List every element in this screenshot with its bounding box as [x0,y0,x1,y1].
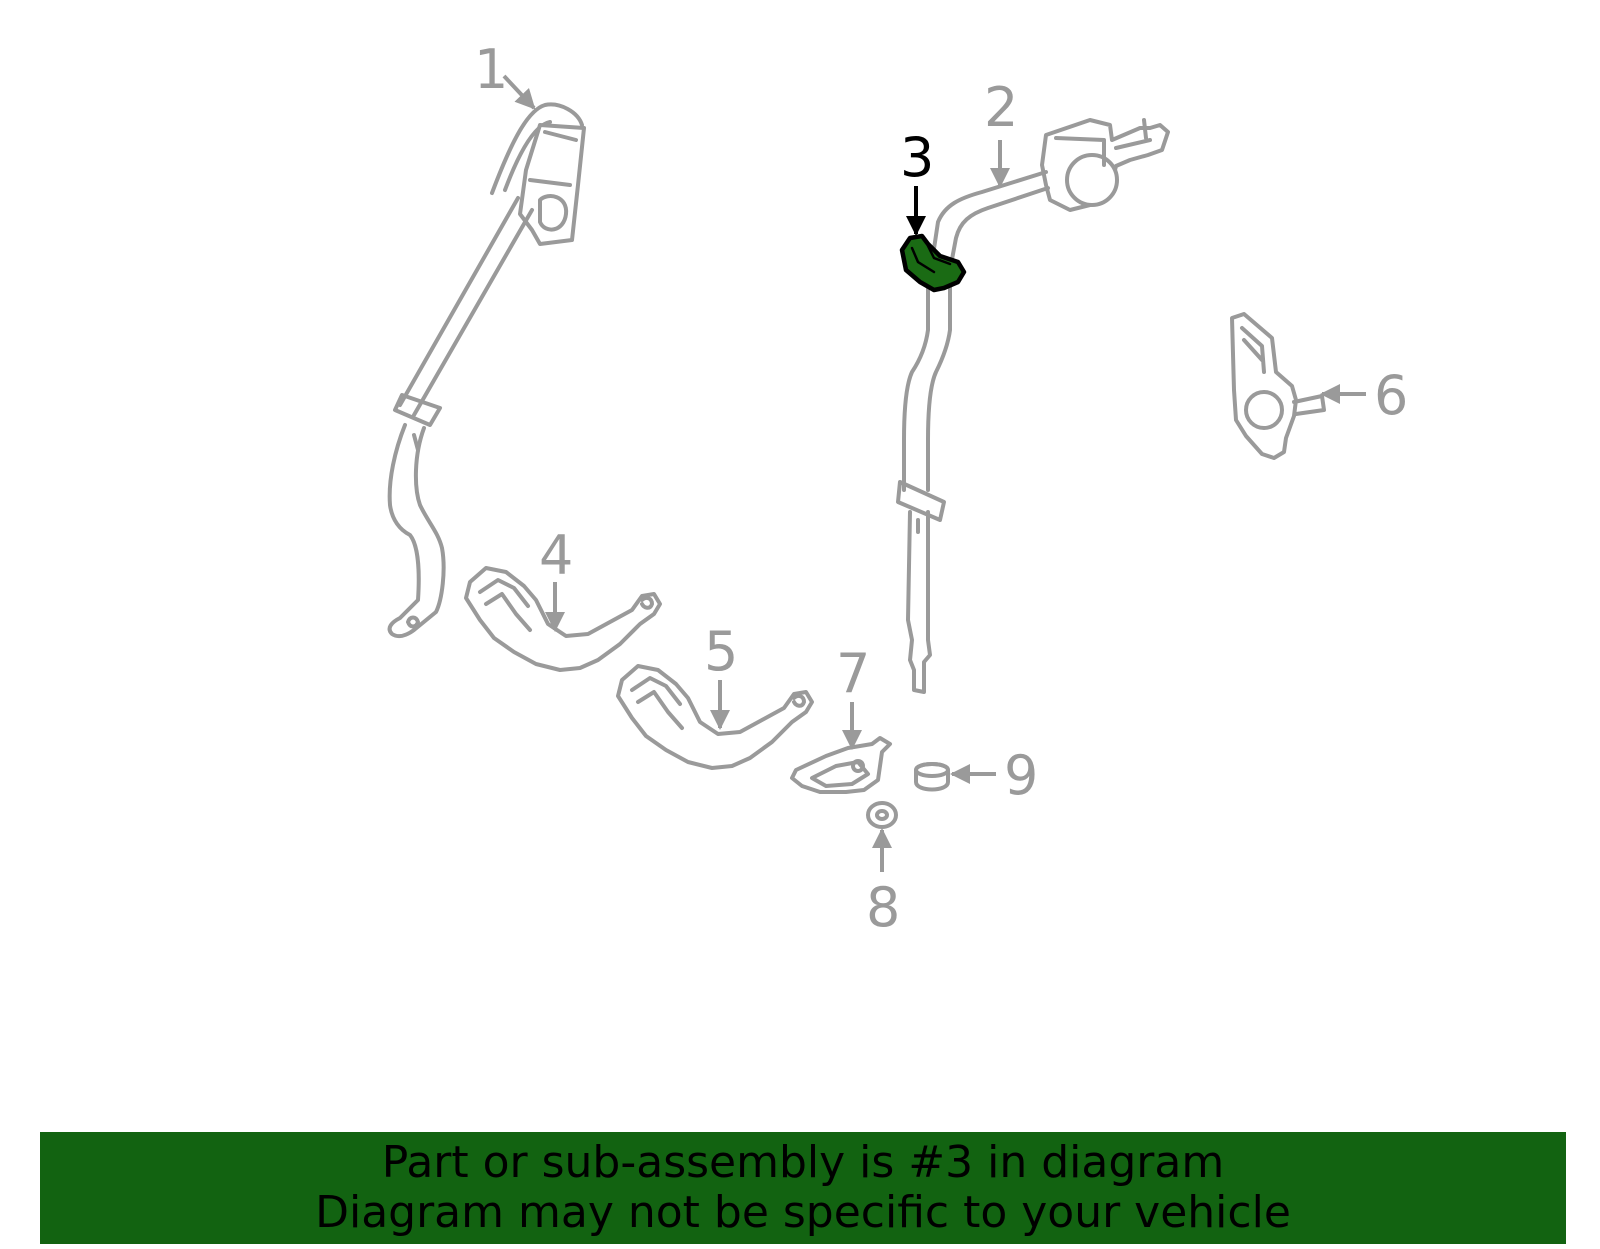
callout-5: 5 [704,620,738,683]
part-1-seat-belt-left[interactable] [387,102,586,639]
callout-6: 6 [1374,364,1408,427]
callout-3: 3 [900,126,934,189]
callout-7: 7 [836,642,870,705]
part-2-seat-belt-right[interactable] [896,118,1170,694]
banner-line-disclaimer: Diagram may not be specific to your vehi… [315,1187,1291,1238]
leader-arrow-1 [502,74,536,110]
callout-4: 4 [539,524,573,587]
callout-8: 8 [866,876,900,939]
part-3-highlighted-component[interactable] [899,233,967,293]
part-4-trim-cover[interactable] [464,566,662,672]
part-6-anchor-bracket[interactable] [1230,312,1326,460]
parts-diagram: 1 2 3 4 5 6 7 8 9 [387,38,1408,939]
part-7-bracket[interactable] [790,736,892,794]
callout-1: 1 [474,38,508,101]
part-9-nut[interactable] [914,762,950,792]
part-8-washer[interactable] [866,801,898,829]
banner-line-part-number: Part or sub-assembly is #3 in diagram [381,1137,1225,1188]
part-5-trim-cover[interactable] [616,664,814,770]
info-banner: Part or sub-assembly is #3 in diagram Di… [40,1132,1566,1244]
callout-2: 2 [984,76,1018,139]
callout-9: 9 [1004,744,1038,807]
